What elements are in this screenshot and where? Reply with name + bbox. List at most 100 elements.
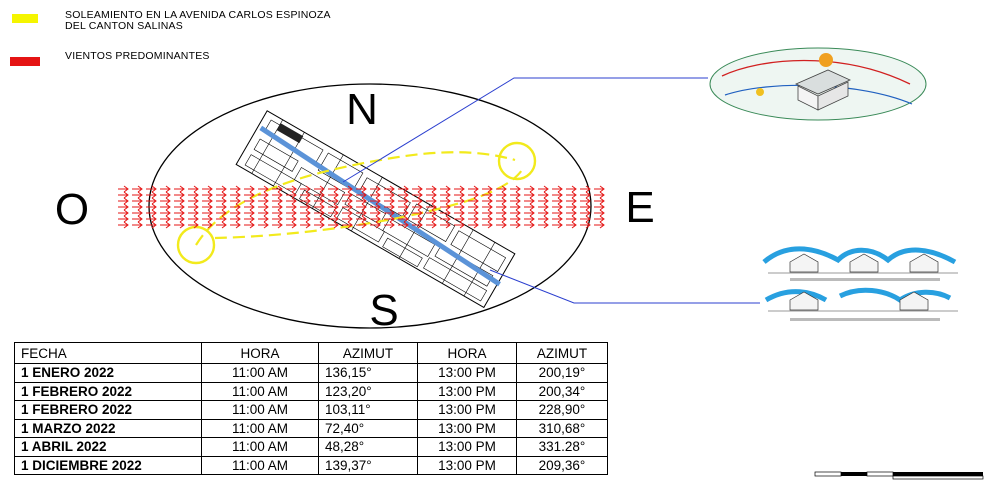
wind-arrow-icon: [440, 197, 451, 205]
wind-arrow-icon: [510, 197, 521, 205]
wind-arrow-icon: [580, 203, 591, 211]
wind-arrow-icon: [132, 209, 143, 217]
wind-arrow-icon: [132, 191, 143, 199]
wind-arrow-icon: [398, 197, 409, 205]
wind-arrow-icon: [384, 197, 395, 205]
wind-arrow-icon: [594, 191, 605, 199]
wind-arrow-icon: [146, 203, 157, 211]
wind-arrow-icon: [286, 191, 297, 199]
wind-arrow-icon: [482, 203, 493, 211]
wind-legend-label: VIENTOS PREDOMINANTES: [65, 50, 210, 62]
wind-arrow-icon: [482, 209, 493, 217]
wind-arrow-icon: [188, 185, 199, 193]
row-fecha: 1 MARZO 2022: [14, 418, 202, 438]
wind-arrow-icon: [230, 191, 241, 199]
row-azimut-1: 103,11°: [318, 400, 418, 420]
wind-arrow-icon: [510, 203, 521, 211]
wind-arrow-icon: [258, 197, 269, 205]
wind-arrow-icon: [314, 221, 325, 229]
wind-arrow-icon: [482, 215, 493, 223]
wind-arrow-icon: [482, 185, 493, 193]
wind-arrow-icon: [272, 221, 283, 229]
wind-arrow-icon: [412, 221, 423, 229]
sun-legend-label: SOLEAMIENTO EN LA AVENIDA CARLOS ESPINOZ…: [65, 10, 331, 32]
wind-arrow-icon: [286, 215, 297, 223]
row-hora-1: 11:00 AM: [201, 455, 319, 475]
wind-arrow-icon: [468, 185, 479, 193]
wind-arrow-icon: [496, 203, 507, 211]
wind-arrow-icon: [342, 203, 353, 211]
wind-arrow-icon: [258, 215, 269, 223]
wind-arrow-icon: [594, 209, 605, 217]
wind-arrow-icon: [454, 185, 465, 193]
wind-arrow-icon: [538, 191, 549, 199]
wind-arrow-icon: [230, 197, 241, 205]
wind-arrow-icon: [174, 215, 185, 223]
wind-arrow-icon: [384, 209, 395, 217]
wind-arrow-icon: [552, 221, 563, 229]
wind-arrow-icon: [188, 197, 199, 205]
wind-arrow-icon: [356, 197, 367, 205]
wind-arrow-icon: [356, 221, 367, 229]
wind-arrow-icon: [412, 185, 423, 193]
wind-arrow-icon: [174, 203, 185, 211]
wind-arrow-icon: [272, 197, 283, 205]
row-azimut-1: 72,40°: [318, 418, 418, 438]
row-azimut-1: 139,37°: [318, 455, 418, 475]
table-row: 1 MARZO 2022 11:00 AM 72,40° 13:00 PM 31…: [14, 418, 608, 438]
wind-arrow-icon: [398, 209, 409, 217]
wind-arrow-icon: [538, 197, 549, 205]
wind-arrow-icon: [258, 191, 269, 199]
wind-arrow-icon: [342, 197, 353, 205]
wind-arrow-icon: [580, 215, 591, 223]
wind-arrow-icon: [454, 191, 465, 199]
wind-arrow-icon: [440, 191, 451, 199]
row-hora-1: 11:00 AM: [201, 400, 319, 420]
row-azimut-2: 331.28°: [516, 437, 608, 457]
header-hora-1: HORA: [201, 342, 319, 364]
wind-arrow-icon: [538, 203, 549, 211]
wind-arrow-icon: [440, 203, 451, 211]
wind-arrow-icon: [328, 203, 339, 211]
wind-arrow-icon: [454, 197, 465, 205]
wind-arrow-icon: [454, 203, 465, 211]
row-hora-2: 13:00 PM: [417, 455, 517, 475]
scale-bar: [814, 471, 984, 480]
table-header-row: FECHA HORA AZIMUT HORA AZIMUT: [14, 342, 608, 364]
wind-arrow-icon: [118, 215, 129, 223]
wind-arrow-icon: [440, 185, 451, 193]
row-hora-2: 13:00 PM: [417, 400, 517, 420]
table-row: 1 ENERO 2022 11:00 AM 136,15° 13:00 PM 2…: [14, 363, 608, 383]
wind-arrow-icon: [118, 209, 129, 217]
wind-arrow-icon: [202, 197, 213, 205]
wind-arrow-icon: [202, 215, 213, 223]
wind-arrow-icon: [230, 185, 241, 193]
header-hora-2: HORA: [417, 342, 517, 364]
wind-arrow-icon: [356, 215, 367, 223]
wind-arrow-icon: [272, 191, 283, 199]
sun-icon: [819, 53, 833, 67]
wind-arrow-icon: [440, 209, 451, 217]
wind-arrow-icon: [398, 203, 409, 211]
wind-arrow-icon: [524, 215, 535, 223]
sun-path-lower: [214, 169, 523, 240]
wind-arrow-icon: [468, 221, 479, 229]
wind-arrow-icon: [454, 221, 465, 229]
wind-arrow-icon: [426, 203, 437, 211]
wind-arrow-icon: [216, 197, 227, 205]
wind-arrow-icon: [580, 185, 591, 193]
wind-arrow-icon: [286, 185, 297, 193]
row-hora-2: 13:00 PM: [417, 418, 517, 438]
wind-arrow-icon: [188, 215, 199, 223]
wind-arrow-icon: [328, 185, 339, 193]
wind-arrow-icon: [496, 221, 507, 229]
sun-legend-line-2: DEL CANTON SALINAS: [65, 20, 183, 32]
wind-arrow-icon: [132, 215, 143, 223]
wind-arrow-icon: [244, 221, 255, 229]
wind-arrow-icon: [342, 209, 353, 217]
wind-arrow-icon: [244, 197, 255, 205]
wind-arrow-icon: [524, 209, 535, 217]
row-hora-1: 11:00 AM: [201, 437, 319, 457]
compass-east: E: [625, 183, 654, 232]
